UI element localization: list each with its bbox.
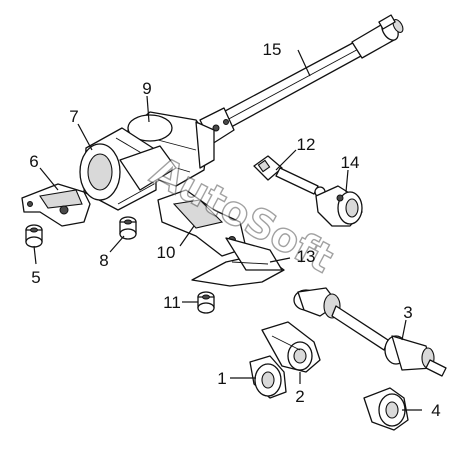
part-9-differential-carrier xyxy=(127,111,215,187)
part-6-mounting-bracket xyxy=(21,183,91,227)
callout-10: 10 xyxy=(157,243,176,262)
callout-1: 1 xyxy=(217,369,226,388)
part-8-bushing xyxy=(119,216,137,240)
part-1-cv-boot xyxy=(249,355,287,399)
part-12-speed-sensor xyxy=(253,155,326,198)
part-15-drive-shaft xyxy=(199,14,404,145)
callout-5: 5 xyxy=(31,268,40,287)
part-14-hub-actuator xyxy=(315,185,363,227)
callout-6: 6 xyxy=(29,152,38,171)
callout-7: 7 xyxy=(69,107,78,126)
callout-4: 4 xyxy=(431,401,440,420)
callout-13: 13 xyxy=(297,247,316,266)
callout-11: 11 xyxy=(163,293,181,312)
part-13-support-plate xyxy=(191,237,285,287)
leader-lines xyxy=(33,49,422,411)
callout-9: 9 xyxy=(142,79,151,98)
part-11-bushing xyxy=(197,291,215,314)
callout-3: 3 xyxy=(403,303,412,322)
part-5-bushing xyxy=(25,224,43,248)
callout-12: 12 xyxy=(297,135,316,154)
callout-14: 14 xyxy=(341,153,360,172)
callout-8: 8 xyxy=(99,251,108,270)
callout-15: 15 xyxy=(263,40,282,59)
part-4-cv-boot xyxy=(363,387,409,431)
callout-2: 2 xyxy=(295,387,304,406)
part-2-cv-boot xyxy=(261,321,321,373)
part-3-half-shaft xyxy=(293,287,447,377)
part-7-axle-tube-housing xyxy=(79,127,177,211)
